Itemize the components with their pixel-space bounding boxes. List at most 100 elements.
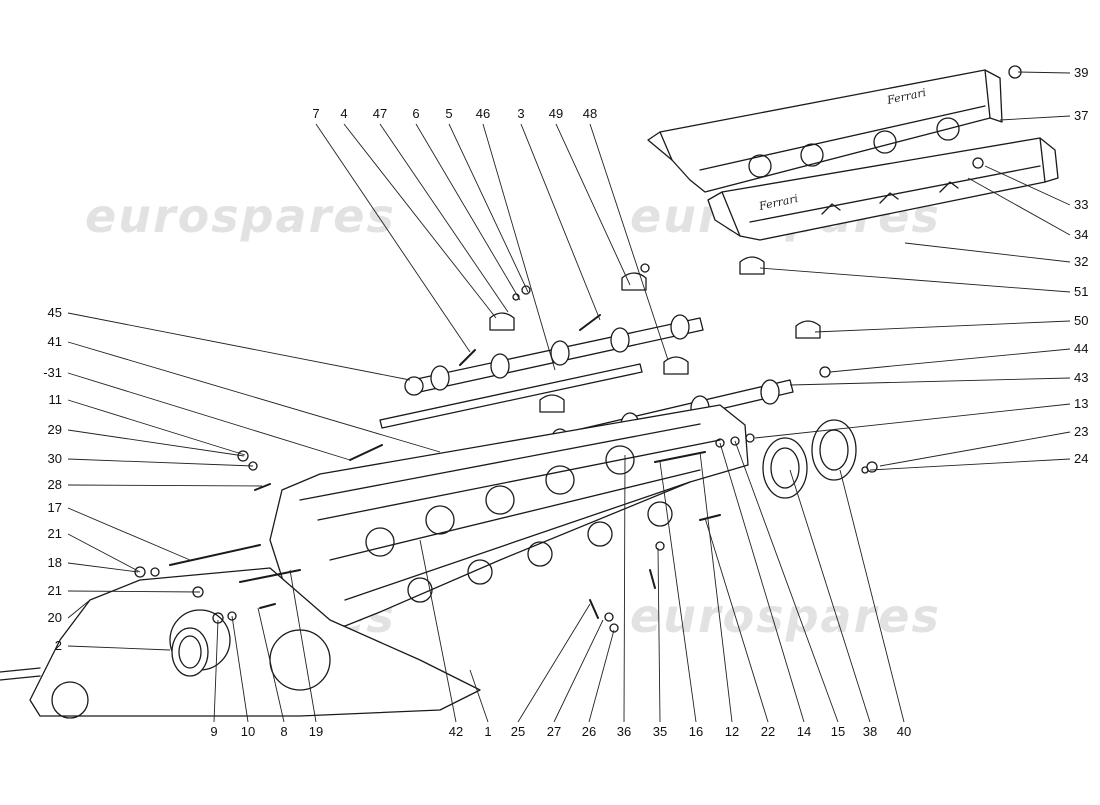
leader-line (67, 312, 411, 381)
leader-line (839, 469, 905, 723)
leader-line (699, 451, 733, 723)
callout-number: 36 (617, 724, 631, 739)
callout-number: 18 (48, 555, 62, 570)
callout-number: 5 (445, 106, 452, 121)
leader-line (67, 645, 171, 651)
callout-number: 20 (48, 610, 62, 625)
nuts (134, 263, 878, 633)
leader-line (67, 458, 254, 467)
leader-line (754, 403, 1071, 439)
callout-number: 23 (1074, 424, 1088, 439)
callout-number: 12 (725, 724, 739, 739)
leader-line (879, 431, 1071, 467)
seal-plate (762, 437, 808, 499)
leader-line (213, 619, 219, 723)
cylinder-head (269, 404, 749, 627)
callout-number: 40 (897, 724, 911, 739)
leader-line (657, 547, 661, 723)
leader-line (704, 517, 769, 723)
cam-cover-front (707, 137, 1059, 241)
leader-line (659, 461, 697, 723)
callout-number: 8 (280, 724, 287, 739)
callout-number: 39 (1074, 65, 1088, 80)
leader-line (415, 123, 521, 301)
leader-line (379, 123, 509, 313)
leader-line (904, 242, 1071, 263)
callout-number: 45 (48, 305, 62, 320)
oil-seal (171, 627, 209, 677)
callout-number: 27 (547, 724, 561, 739)
callout-number: 43 (1074, 370, 1088, 385)
leader-line (967, 177, 1071, 236)
leader-line (448, 123, 529, 293)
callout-number: 34 (1074, 227, 1088, 242)
cam-cover-rear (647, 69, 1003, 193)
callout-number: 41 (48, 334, 62, 349)
cover-plate (811, 419, 857, 481)
callout-number: 47 (373, 106, 387, 121)
callout-number: 42 (449, 724, 463, 739)
leader-line (719, 442, 805, 723)
callout-number: 14 (797, 724, 811, 739)
leader-line (67, 562, 139, 573)
leader-line (759, 267, 1071, 293)
callout-number: 3 (517, 106, 524, 121)
callout-number: 48 (583, 106, 597, 121)
callout-number: 37 (1074, 108, 1088, 123)
studs (169, 314, 721, 619)
leader-line (257, 607, 285, 723)
callout-number: 9 (210, 724, 217, 739)
leader-line (231, 615, 249, 723)
callout-number: 17 (48, 500, 62, 515)
callout-number: 16 (689, 724, 703, 739)
callout-number: 7 (312, 106, 319, 121)
leader-line (67, 484, 263, 487)
callout-number: 35 (653, 724, 667, 739)
leader-line (588, 629, 615, 723)
callout-number: 24 (1074, 451, 1088, 466)
leader-line (1017, 71, 1071, 74)
callout-number: 22 (761, 724, 775, 739)
bearing-cap (795, 320, 821, 339)
callout-number: 19 (309, 724, 323, 739)
leader-line (999, 115, 1071, 121)
leader-line (67, 533, 141, 573)
leader-line (67, 590, 201, 593)
callout-number: 10 (241, 724, 255, 739)
callout-number: 21 (48, 526, 62, 541)
leader-line (589, 123, 669, 361)
leader-line (67, 341, 441, 453)
callout-number: 28 (48, 477, 62, 492)
callout-number: 51 (1074, 284, 1088, 299)
leader-line (469, 669, 489, 723)
leader-line (789, 377, 1071, 386)
leader-line (482, 123, 556, 371)
leader-line (520, 123, 601, 321)
callout-number: 13 (1074, 396, 1088, 411)
leader-line (814, 320, 1071, 333)
leader-line (623, 454, 626, 723)
callout-number: -31 (43, 365, 62, 380)
leader-line (553, 619, 604, 723)
bearing-cap (489, 312, 515, 331)
callout-number: 38 (863, 724, 877, 739)
leader-line (829, 348, 1071, 373)
callout-number: 44 (1074, 341, 1088, 356)
leader-line (67, 399, 246, 456)
bearing-cap (539, 394, 565, 413)
leader-line (67, 599, 91, 619)
callout-number: 25 (511, 724, 525, 739)
watermark: eurospares (630, 589, 941, 643)
leader-line (789, 469, 871, 723)
leader-line (67, 372, 351, 461)
leader-line (343, 123, 497, 319)
callout-number: 46 (476, 106, 490, 121)
leader-lines (67, 71, 1071, 723)
watermark: eurospares (85, 189, 396, 243)
callout-number: 6 (412, 106, 419, 121)
leader-line (869, 458, 1071, 471)
callout-number: 33 (1074, 197, 1088, 212)
